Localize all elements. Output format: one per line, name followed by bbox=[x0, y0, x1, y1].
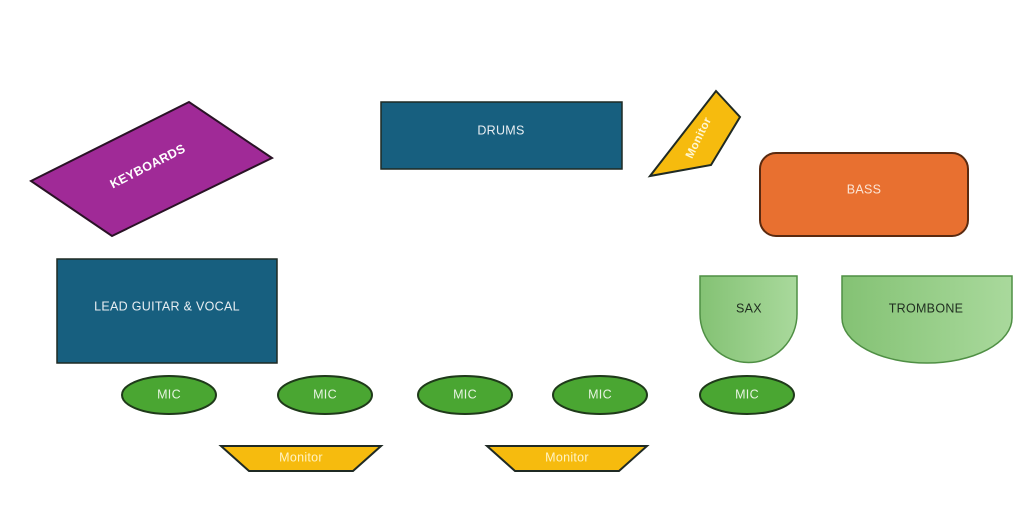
floor-monitor-shape bbox=[218, 445, 384, 472]
mic-label: MIC bbox=[588, 387, 612, 401]
keyboards-shape bbox=[29, 100, 274, 238]
mic-label: MIC bbox=[157, 387, 181, 401]
mic-shape bbox=[417, 375, 513, 415]
mic-label: MIC bbox=[313, 387, 337, 401]
mic-shape bbox=[277, 375, 373, 415]
floor-monitor-label: Monitor bbox=[545, 450, 589, 464]
lead-guitar-block[interactable]: LEAD GUITAR & VOCAL bbox=[56, 258, 278, 364]
floor-monitor-label: Monitor bbox=[279, 450, 323, 464]
mic-5[interactable]: MIC bbox=[699, 375, 795, 415]
trombone-label: TROMBONE bbox=[889, 301, 964, 315]
mic-4[interactable]: MIC bbox=[552, 375, 648, 415]
bass-shape bbox=[759, 152, 969, 237]
drums-block[interactable]: DRUMS bbox=[380, 101, 623, 170]
trombone-shape bbox=[841, 275, 1013, 364]
drums-label: DRUMS bbox=[477, 123, 524, 137]
mic-shape bbox=[552, 375, 648, 415]
mic-shape bbox=[699, 375, 795, 415]
mic-label: MIC bbox=[453, 387, 477, 401]
bass-block[interactable]: BASS bbox=[759, 152, 969, 237]
floor-monitor-1[interactable]: Monitor bbox=[218, 445, 384, 472]
mic-3[interactable]: MIC bbox=[417, 375, 513, 415]
floor-monitor-shape bbox=[484, 445, 650, 472]
monitor-angled-shape bbox=[647, 89, 742, 178]
mic-2[interactable]: MIC bbox=[277, 375, 373, 415]
bass-label: BASS bbox=[847, 182, 882, 196]
sax-label: SAX bbox=[736, 301, 762, 315]
trombone-block[interactable]: TROMBONE bbox=[841, 275, 1013, 364]
sax-shape bbox=[699, 275, 798, 364]
drums-shape bbox=[380, 101, 623, 170]
mic-label: MIC bbox=[735, 387, 759, 401]
lead-guitar-label: LEAD GUITAR & VOCAL bbox=[94, 299, 240, 313]
mic-1[interactable]: MIC bbox=[121, 375, 217, 415]
lead-guitar-shape bbox=[56, 258, 278, 364]
keyboards-block[interactable]: KEYBOARDS bbox=[29, 100, 274, 238]
monitor-angled-block[interactable]: Monitor bbox=[647, 89, 742, 178]
mic-shape bbox=[121, 375, 217, 415]
floor-monitor-2[interactable]: Monitor bbox=[484, 445, 650, 472]
sax-block[interactable]: SAX bbox=[699, 275, 798, 364]
